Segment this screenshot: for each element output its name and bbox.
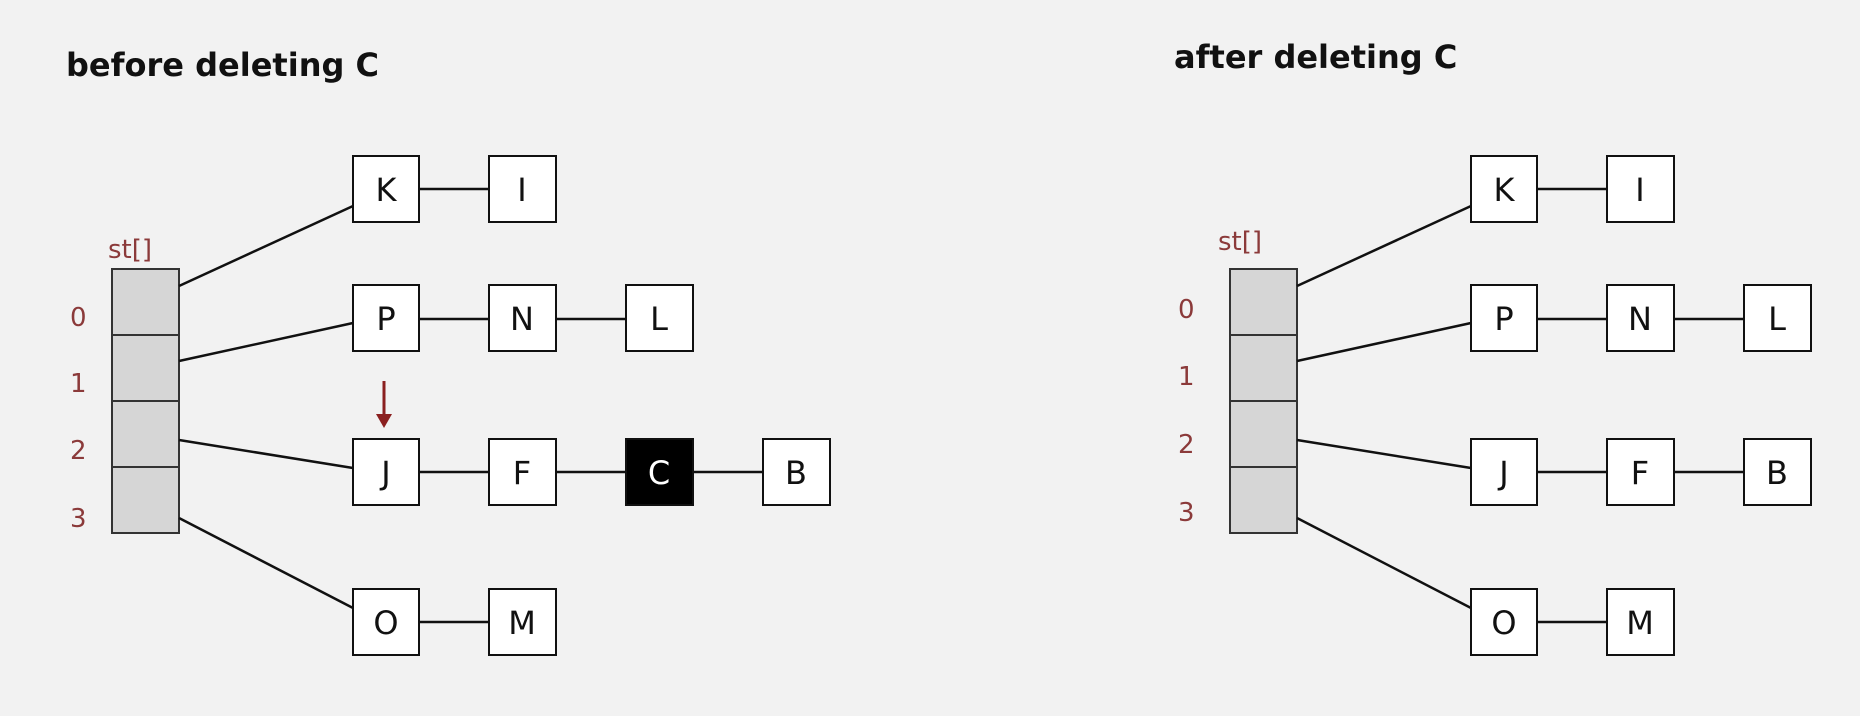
- node-label-highlighted: C: [648, 454, 670, 492]
- pointer-2: [178, 438, 354, 470]
- array-label: st[]: [1218, 227, 1262, 257]
- array-cell-3: [111, 466, 180, 534]
- node-label: F: [1631, 454, 1649, 492]
- array-index-2: 2: [70, 436, 87, 466]
- chain-node: P: [352, 284, 420, 352]
- chain-node: K: [352, 155, 420, 223]
- array-cell-2: [1229, 400, 1298, 468]
- node-label: K: [376, 171, 398, 209]
- array-index-1: 1: [1178, 362, 1195, 392]
- chain-node: J: [1470, 438, 1538, 506]
- arrow-head-icon: [376, 414, 392, 428]
- node-label: K: [1494, 171, 1516, 209]
- chain-node: L: [625, 284, 694, 352]
- node-label: I: [1635, 171, 1644, 209]
- chain-node: O: [352, 588, 420, 656]
- node-label: J: [379, 454, 390, 492]
- node-label: N: [510, 300, 534, 338]
- chain-node: L: [1743, 284, 1812, 352]
- node-label: P: [1494, 300, 1513, 338]
- chain-node: I: [1606, 155, 1675, 223]
- array-cell-2: [111, 400, 180, 468]
- pointer-3: [178, 516, 354, 610]
- node-label: I: [517, 171, 526, 209]
- chain-node: N: [488, 284, 557, 352]
- array-index-0: 0: [1178, 295, 1195, 325]
- node-label: M: [508, 604, 536, 642]
- node-label: B: [785, 454, 807, 492]
- node-label: O: [373, 604, 398, 642]
- array-index-0: 0: [70, 303, 87, 333]
- chain-node: J: [352, 438, 420, 506]
- chain-node: B: [762, 438, 831, 506]
- chain-node: F: [488, 438, 557, 506]
- array-cell-3: [1229, 466, 1298, 534]
- chain-node: F: [1606, 438, 1675, 506]
- chain-node: N: [1606, 284, 1675, 352]
- node-label: M: [1626, 604, 1654, 642]
- node-label: B: [1766, 454, 1788, 492]
- chain-node: M: [488, 588, 557, 656]
- chain-node: I: [488, 155, 557, 223]
- array-cell-0: [1229, 268, 1298, 336]
- chain-node: B: [1743, 438, 1812, 506]
- pointer-0: [178, 204, 354, 288]
- panel-title-before: before deleting C: [66, 46, 379, 84]
- pointer-2: [1296, 438, 1472, 470]
- node-label: L: [1768, 300, 1786, 338]
- array-index-3: 3: [70, 504, 87, 534]
- array-cell-1: [111, 334, 180, 402]
- chain-node: M: [1606, 588, 1675, 656]
- chain-node: K: [1470, 155, 1538, 223]
- panel-before: before deleting C st[] 0 1 2 3 K: [66, 46, 831, 656]
- pointer-0: [1296, 204, 1472, 288]
- array-index-2: 2: [1178, 430, 1195, 460]
- array-cell-1: [1229, 334, 1298, 402]
- array-index-1: 1: [70, 369, 87, 399]
- node-label: J: [1497, 454, 1508, 492]
- array-cell-0: [111, 268, 180, 336]
- array-label: st[]: [108, 235, 152, 265]
- node-label: L: [650, 300, 668, 338]
- chain-node: P: [1470, 284, 1538, 352]
- node-label: O: [1491, 604, 1516, 642]
- array-index-3: 3: [1178, 498, 1195, 528]
- chain-node: O: [1470, 588, 1538, 656]
- panel-after: after deleting C st[] 0 1 2 3 K I: [1174, 38, 1812, 656]
- node-label: F: [513, 454, 531, 492]
- node-label: N: [1628, 300, 1652, 338]
- pointer-1: [178, 321, 354, 363]
- node-label: P: [376, 300, 395, 338]
- pointer-1: [1296, 321, 1472, 363]
- chain-node-highlighted: C: [625, 438, 694, 506]
- panel-title-after: after deleting C: [1174, 38, 1457, 76]
- pointer-3: [1296, 516, 1472, 610]
